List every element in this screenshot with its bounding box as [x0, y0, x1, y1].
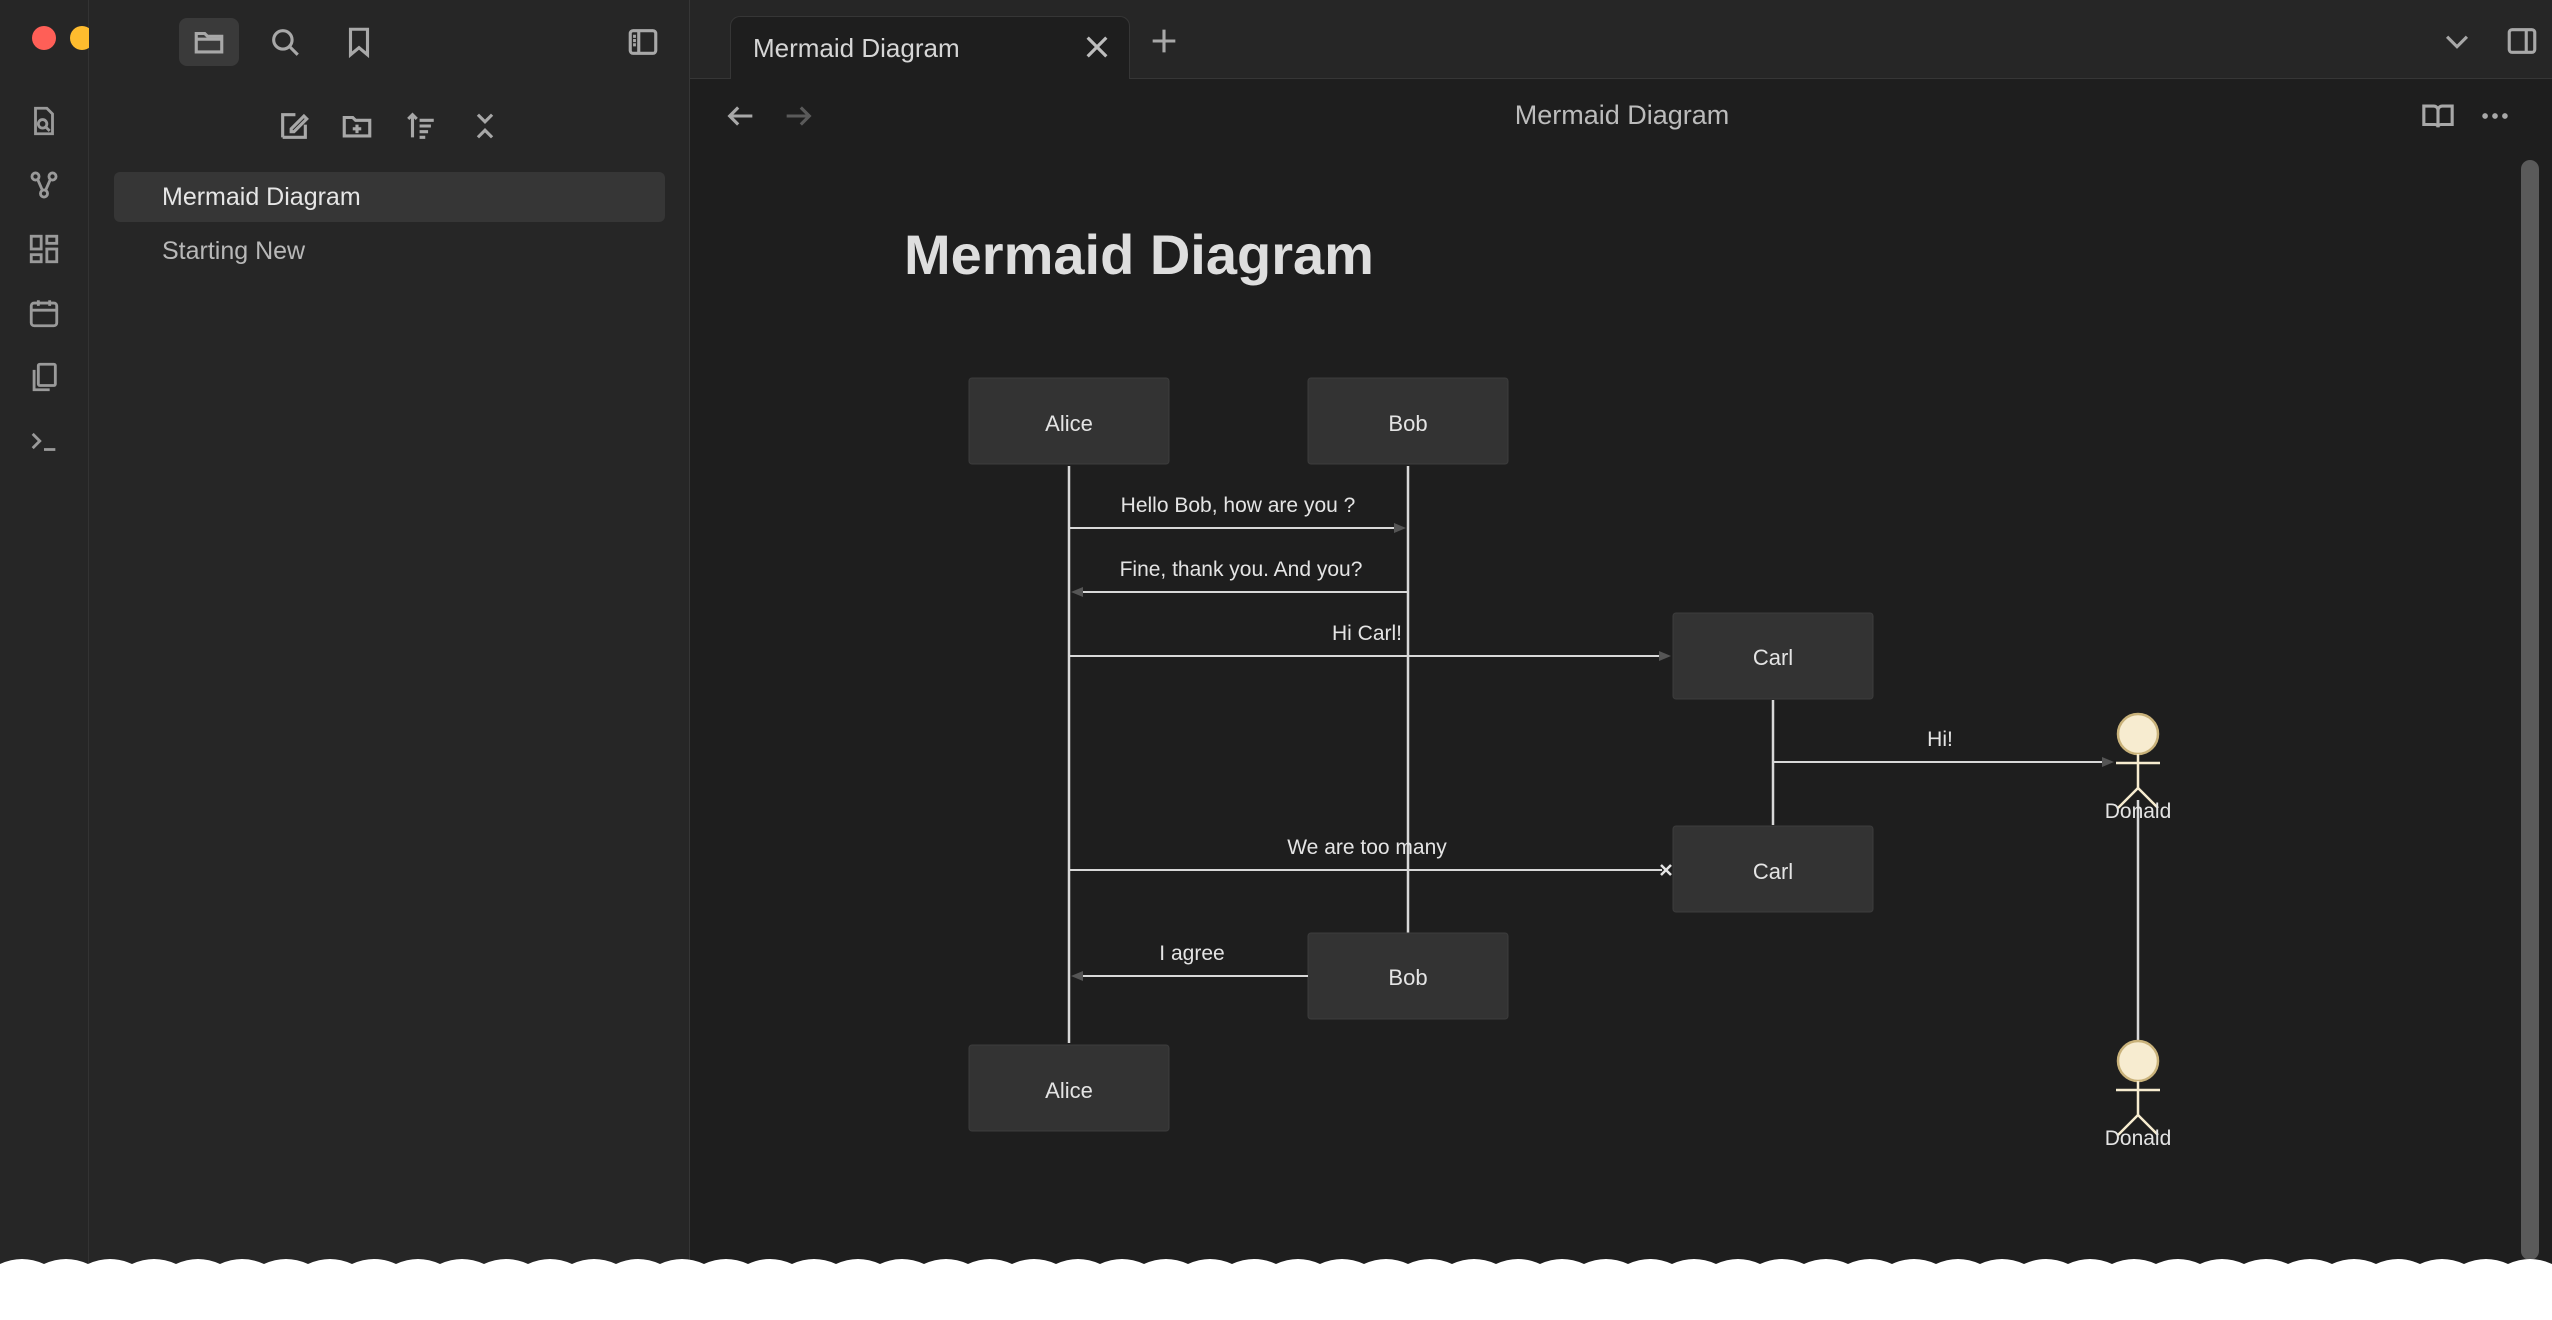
close-icon[interactable] — [1081, 31, 1113, 63]
new-folder-icon[interactable] — [333, 102, 381, 150]
actor-donald-bottom — [2116, 1039, 2160, 1136]
actor-label: Donald — [2105, 1127, 2172, 1150]
quick-switcher-icon[interactable] — [20, 97, 68, 145]
reading-view-icon[interactable] — [2416, 94, 2460, 138]
new-tab-icon[interactable] — [1142, 19, 1186, 63]
actor-donald-top — [2116, 712, 2160, 809]
message-label: Hi Carl! — [1332, 622, 1402, 645]
toggle-right-sidebar-icon[interactable] — [2500, 19, 2544, 63]
file-explorer-sidebar: Mermaid Diagram Starting New — [89, 0, 690, 1320]
tab-bar: Mermaid Diagram — [690, 0, 2552, 79]
sort-icon[interactable] — [397, 102, 445, 150]
calendar-icon[interactable] — [20, 289, 68, 337]
message-5: We are too many — [1069, 836, 1672, 876]
toggle-sidebar-icon[interactable] — [613, 18, 673, 66]
participant-carl-destroyed: Carl — [1672, 825, 1874, 913]
participant-alice-bottom: Alice — [968, 1044, 1170, 1132]
collapse-all-icon[interactable] — [461, 102, 509, 150]
tab-label: Mermaid Diagram — [753, 33, 960, 63]
view-header-title[interactable]: Mermaid Diagram — [1514, 100, 1730, 130]
document-title: Mermaid Diagram — [904, 223, 1374, 286]
participant-alice-top: Alice — [968, 377, 1170, 465]
file-item-starting-new[interactable]: Starting New — [114, 226, 665, 276]
participant-label: Alice — [1045, 1078, 1093, 1103]
message-label: Hi! — [1927, 728, 1953, 751]
participant-label: Bob — [1388, 965, 1427, 990]
forward-arrow-icon[interactable] — [776, 94, 820, 138]
message-label: Fine, thank you. And you? — [1120, 558, 1363, 581]
torn-edge — [0, 1259, 2552, 1320]
participant-label: Bob — [1388, 411, 1427, 436]
scrollbar[interactable] — [2521, 160, 2539, 1260]
back-arrow-icon[interactable] — [719, 94, 763, 138]
sequence-diagram: Alice Bob Carl Carl Bob Alice Donald Don… — [968, 377, 2172, 1150]
chevron-down-icon[interactable] — [2435, 19, 2479, 63]
file-item-label: Mermaid Diagram — [162, 182, 361, 211]
more-options-icon[interactable] — [2473, 94, 2517, 138]
graph-view-icon[interactable] — [20, 161, 68, 209]
close-window-button[interactable] — [32, 26, 56, 50]
participant-bob-destroyed: Bob — [1307, 932, 1509, 1020]
message-6: I agree — [1071, 942, 1308, 981]
folder-icon[interactable] — [179, 18, 239, 66]
actor-label: Donald — [2105, 800, 2172, 823]
message-2: Fine, thank you. And you? — [1071, 558, 1408, 597]
message-label: Hello Bob, how are you ? — [1121, 494, 1356, 517]
participant-label: Alice — [1045, 411, 1093, 436]
templates-icon[interactable] — [20, 353, 68, 401]
file-item-mermaid-diagram[interactable]: Mermaid Diagram — [114, 172, 665, 222]
ribbon — [0, 0, 132, 1320]
message-label: I agree — [1159, 942, 1224, 965]
participant-label: Carl — [1753, 645, 1793, 670]
canvas-icon[interactable] — [20, 225, 68, 273]
terminal-icon[interactable] — [20, 417, 68, 465]
message-4: Hi! — [1773, 728, 2114, 767]
bookmark-icon[interactable] — [329, 18, 389, 66]
new-note-icon[interactable] — [270, 102, 318, 150]
message-3: Hi Carl! — [1069, 622, 1671, 661]
tab-mermaid-diagram[interactable]: Mermaid Diagram — [730, 16, 1130, 79]
search-icon[interactable] — [255, 18, 315, 66]
message-1: Hello Bob, how are you ? — [1069, 494, 1406, 533]
file-item-label: Starting New — [162, 236, 306, 265]
message-label: We are too many — [1287, 836, 1447, 859]
participant-label: Carl — [1753, 859, 1793, 884]
participant-carl-created: Carl — [1672, 612, 1874, 700]
participant-bob-top: Bob — [1307, 377, 1509, 465]
